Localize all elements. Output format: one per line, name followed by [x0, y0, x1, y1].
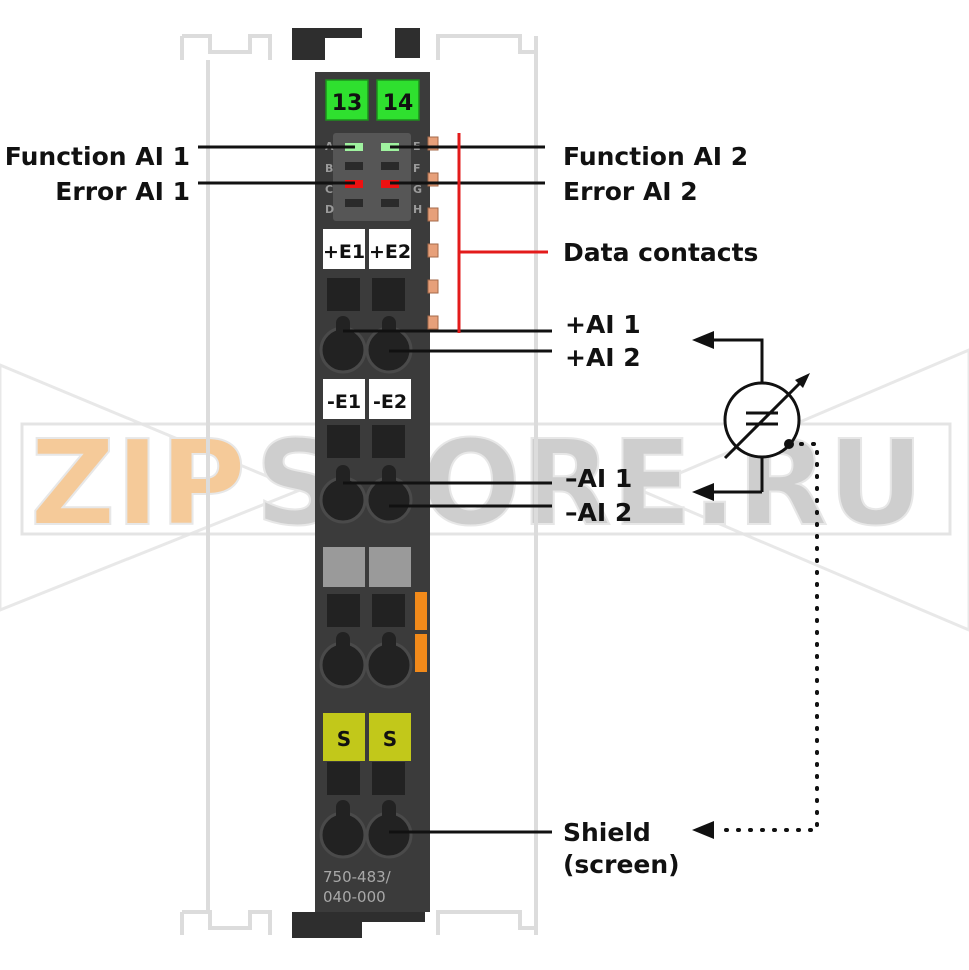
led-row-d: D — [325, 203, 334, 216]
label-plus-ai2: +AI 2 — [565, 343, 641, 372]
label-error-ai2: Error AI 2 — [563, 177, 698, 206]
module-clip-top-right — [370, 28, 420, 58]
terminal-unused-1 — [323, 547, 365, 587]
led-row-b: B — [325, 162, 333, 175]
article-number-line2: 040-000 — [323, 888, 386, 906]
terminal-minus-e2-label — [369, 379, 411, 419]
label-minus-ai2: –AI 2 — [565, 498, 632, 527]
watermark-triangle-right — [636, 348, 969, 632]
release-slot-minus-e1[interactable] — [327, 425, 360, 458]
channel-14-label: 14 — [383, 91, 414, 116]
release-slot-plus-e1[interactable] — [327, 278, 360, 311]
module-clip-top — [292, 28, 362, 60]
label-error-ai1: Error AI 1 — [55, 177, 190, 206]
label-minus-ai1: –AI 1 — [565, 464, 632, 493]
release-slot-unused-2[interactable] — [372, 594, 405, 627]
release-slot-shield-2[interactable] — [372, 762, 405, 795]
io-module: 13 14 A B C D E F G H +E1 — [292, 28, 439, 938]
watermark: ZIP STORE.RU — [0, 348, 969, 632]
terminal-unused-2 — [369, 547, 411, 587]
release-slot-shield-1[interactable] — [327, 762, 360, 795]
clamp-unused-1[interactable] — [319, 632, 367, 689]
terminal-minus-e1-label — [323, 379, 365, 419]
shield-arrow-head — [692, 821, 714, 839]
shield-dotted-line — [723, 442, 819, 832]
release-slot-plus-e2[interactable] — [372, 278, 405, 311]
led-row-g: G — [413, 183, 422, 196]
clamp-shield-2[interactable] — [365, 800, 413, 859]
terminal-shield-1-label — [323, 713, 365, 761]
label-function-ai1: Function AI 1 — [5, 142, 190, 171]
channel-14-plate — [376, 79, 420, 121]
led-row-h: H — [413, 203, 422, 216]
terminal-plus-e1-text: +E1 — [323, 241, 365, 263]
sensor-symbol — [692, 331, 810, 501]
terminal-shield-1-text: S — [337, 727, 351, 751]
clamp-unused-2[interactable] — [365, 632, 413, 689]
terminal-shield-2-label — [369, 713, 411, 761]
led-row-c: C — [325, 183, 333, 196]
data-contacts — [427, 136, 439, 330]
data-contacts-bracket — [457, 133, 548, 333]
release-slot-unused-1[interactable] — [327, 594, 360, 627]
power-jumper-contact-2 — [415, 634, 427, 672]
clamp-plus-e1[interactable] — [319, 316, 367, 374]
label-data-contacts: Data contacts — [563, 238, 758, 267]
clamp-minus-e1[interactable] — [319, 465, 367, 524]
watermark-band — [20, 422, 952, 536]
label-function-ai2: Function AI 2 — [563, 142, 748, 171]
channel-13-label: 13 — [332, 91, 363, 116]
terminal-shield-2-text: S — [383, 727, 397, 751]
channel-13-plate — [325, 79, 369, 121]
terminal-minus-e1-text: -E1 — [327, 391, 361, 413]
watermark-triangle-left — [0, 363, 304, 612]
label-plus-ai1: +AI 1 — [565, 310, 641, 339]
clamp-shield-1[interactable] — [319, 800, 367, 859]
rail-outline — [180, 34, 538, 935]
labels: Function AI 1 Error AI 1 Function AI 2 E… — [5, 142, 759, 879]
label-shield-screen: (screen) — [563, 850, 680, 879]
terminal-plus-e2-text: +E2 — [369, 241, 411, 263]
led-row-f: F — [413, 162, 421, 175]
terminal-plus-e2-label — [369, 229, 411, 269]
terminal-plus-e1-label — [323, 229, 365, 269]
label-shield: Shield — [563, 818, 651, 847]
article-number-line1: 750-483/ — [323, 868, 392, 886]
leader-lines — [198, 145, 552, 834]
watermark-text-orange: ZIP — [30, 414, 246, 552]
terminal-minus-e2-text: -E2 — [373, 391, 407, 413]
release-slot-minus-e2[interactable] — [372, 425, 405, 458]
power-jumper-contact-1 — [415, 592, 427, 630]
